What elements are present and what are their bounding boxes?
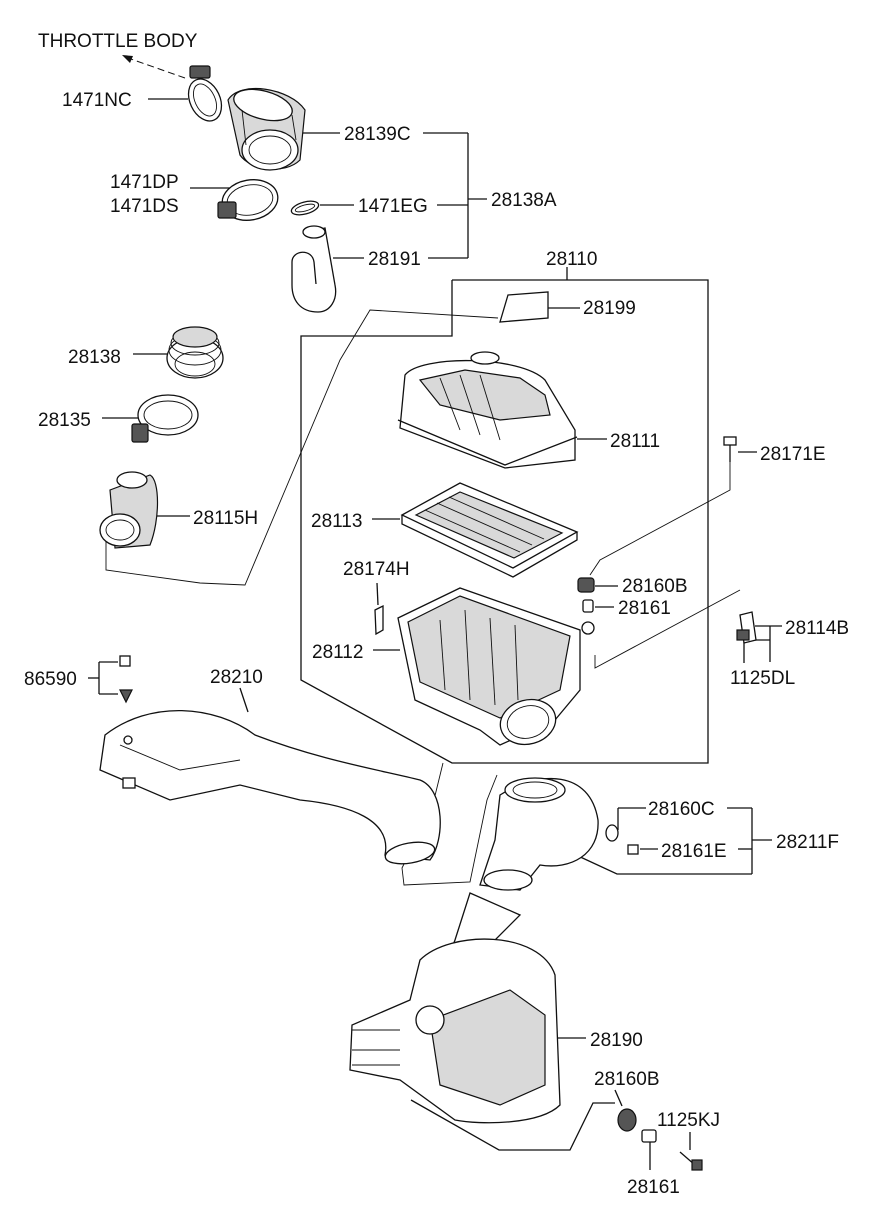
grommet-28160C — [605, 824, 619, 842]
part-label-28112: 28112 — [312, 642, 363, 663]
part-label-28161E: 28161E — [661, 841, 727, 862]
part-label-1125DL: 1125DL — [730, 668, 795, 689]
clip-28174H — [374, 604, 384, 636]
grommet-28160B — [577, 577, 595, 593]
intake-hose-28211F — [479, 777, 599, 891]
hose-clamp-1471NC — [187, 65, 223, 122]
part-label-1471NC: 1471NC — [62, 90, 132, 111]
hose-clamp-1471EG — [290, 200, 320, 216]
part-label-1471DP: 1471DP — [110, 172, 179, 193]
intake-duct-28210 — [99, 709, 441, 865]
airflow-sensor-28139C — [227, 88, 306, 171]
throttle-body-label: THROTTLE BODY — [38, 31, 198, 52]
resonator-28115H — [99, 471, 159, 549]
part-label-1471EG: 1471EG — [358, 196, 428, 217]
part-label-28115H: 28115H — [193, 508, 258, 529]
hose-clamp-28135 — [131, 394, 199, 443]
grommet-28160B-lower — [617, 1108, 637, 1132]
hose-clamp-1471DP — [217, 179, 279, 221]
part-label-28174H: 28174H — [343, 559, 410, 580]
air-cleaner-cover-28111 — [397, 351, 578, 469]
part-label-28138A: 28138A — [491, 190, 557, 211]
part-label-28135: 28135 — [38, 410, 91, 431]
part-label-28210: 28210 — [210, 667, 263, 688]
collar-28161 — [582, 599, 594, 613]
part-label-28160B-lower: 28160B — [594, 1069, 660, 1090]
part-label-28139C: 28139C — [344, 124, 411, 145]
part-label-28138: 28138 — [68, 347, 121, 368]
bolt-28171E — [723, 436, 737, 462]
air-filter-element-28113 — [400, 482, 579, 578]
label-sticker-28199 — [499, 291, 549, 323]
air-cleaner-body-28112 — [397, 587, 595, 746]
collar-28161E — [627, 844, 639, 855]
part-label-1125KJ: 1125KJ — [657, 1110, 720, 1131]
part-label-28199: 28199 — [583, 298, 636, 319]
part-label-28191: 28191 — [368, 249, 421, 270]
part-label-28111: 28111 — [610, 431, 660, 452]
part-label-28160B: 28160B — [622, 576, 688, 597]
part-label-86590: 86590 — [24, 669, 77, 690]
leader-lines — [88, 55, 782, 1170]
bolt-1125KJ — [679, 1151, 703, 1171]
part-label-28160C: 28160C — [648, 799, 715, 820]
part-label-28161-lower: 28161 — [627, 1177, 680, 1198]
part-label-28161: 28161 — [618, 598, 671, 619]
part-label-28211F: 28211F — [776, 832, 839, 853]
part-label-28113: 28113 — [311, 511, 362, 532]
part-label-28110: 28110 — [546, 249, 597, 270]
breather-hose-28191 — [291, 225, 337, 313]
clip-86590 — [119, 655, 133, 704]
part-label-28114B: 28114B — [785, 618, 849, 639]
part-label-28190: 28190 — [590, 1030, 643, 1051]
bolt-1125DL — [736, 629, 750, 641]
resonator-28190 — [349, 892, 561, 1124]
intake-hose-28138 — [166, 326, 224, 379]
collar-28161-lower — [641, 1129, 657, 1143]
part-label-1471DS: 1471DS — [110, 196, 179, 217]
part-label-28171E: 28171E — [760, 444, 826, 465]
